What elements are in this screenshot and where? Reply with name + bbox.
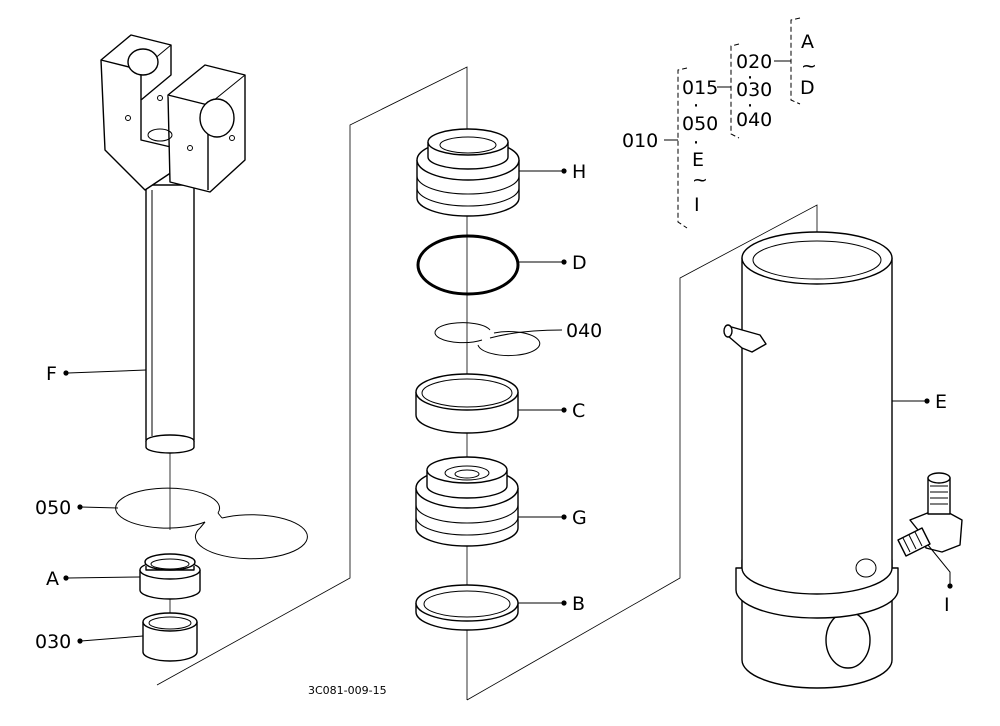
- callout-label-h: H: [572, 161, 586, 183]
- tree-l2-040: 040: [736, 109, 772, 131]
- part-number-tree: [664, 17, 801, 229]
- callout-label-b: B: [572, 593, 585, 615]
- callout-label-030: 030: [35, 631, 71, 653]
- callout-label-e: E: [935, 391, 947, 413]
- part-c-backup-ring: [415, 373, 519, 434]
- part-b-ring: [415, 584, 519, 631]
- tree-l2-030: 030: [736, 79, 772, 101]
- part-030-bushing: [142, 612, 198, 662]
- tree-l1-tilde: ~: [692, 169, 708, 191]
- part-a-ring: [139, 553, 201, 600]
- part-g-piston: [415, 456, 519, 547]
- callout-leaders: [67, 170, 951, 642]
- part-d-o-ring: [416, 234, 520, 296]
- part-h-cylinder-head: [416, 128, 520, 217]
- tree-l1-i: I: [694, 194, 700, 216]
- tree-l3-tilde: ~: [801, 55, 817, 77]
- tree-l1-dot-2: ·: [693, 132, 699, 154]
- callout-label-c: C: [572, 400, 585, 422]
- callout-label-f: F: [46, 363, 57, 385]
- tree-l3-a: A: [801, 31, 814, 53]
- callout-label-a: A: [46, 568, 59, 590]
- part-e-cylinder-tube: [723, 231, 963, 689]
- tree-l1-015: 015: [682, 77, 718, 99]
- callout-dots: [63, 168, 953, 644]
- callout-label-040: 040: [566, 320, 602, 342]
- tree-l3-d: D: [800, 77, 815, 99]
- tree-l2-020: 020: [736, 51, 772, 73]
- part-050-snap-ring: [115, 487, 308, 560]
- tree-l2-dot-1: ·: [747, 67, 753, 89]
- tree-l1-e: E: [692, 149, 704, 171]
- callout-label-i: I: [944, 594, 950, 616]
- callout-label-d: D: [572, 252, 587, 274]
- figure-code: 3C081-009-15: [308, 684, 387, 697]
- part-040-retaining-ring: [434, 322, 541, 357]
- tree-l1-050: 050: [682, 113, 718, 135]
- part-f-piston-rod: [100, 34, 246, 454]
- callout-label-g: G: [572, 507, 587, 529]
- callout-label-050: 050: [35, 497, 71, 519]
- tree-l1-dot-1: ·: [693, 95, 699, 117]
- tree-root-010: 010: [622, 130, 658, 152]
- tree-l2-dot-2: ·: [747, 95, 753, 117]
